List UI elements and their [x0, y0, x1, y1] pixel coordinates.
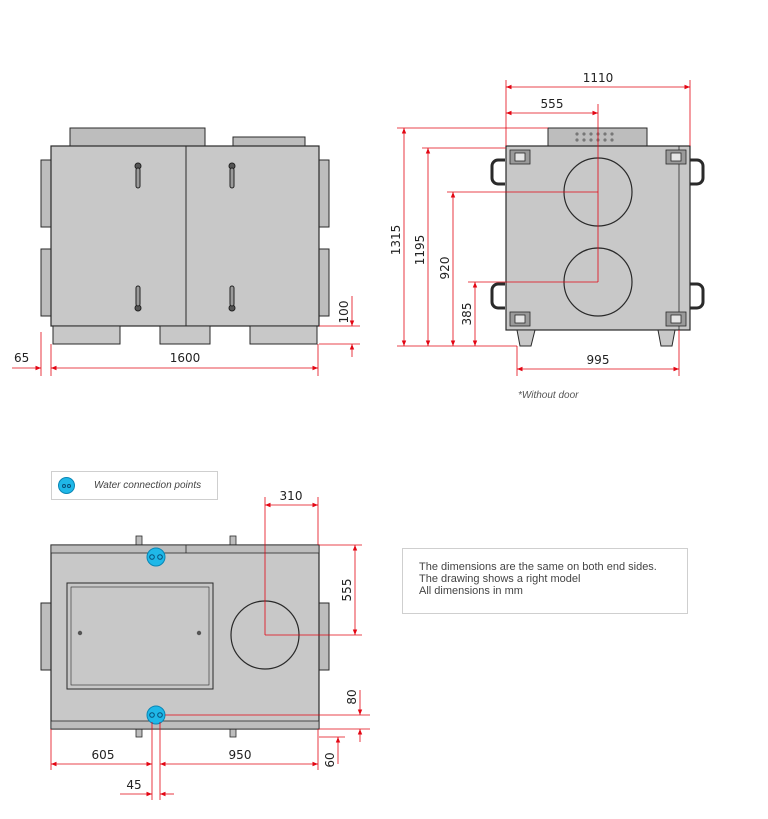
side-view: 1110 555 1315 1195 920 385 995 — [389, 71, 705, 376]
dim-right: 950 — [229, 748, 252, 762]
dim-total-width: 1110 — [583, 71, 614, 85]
dim-total-height: 1315 — [389, 225, 403, 256]
note-line-3: All dimensions in mm — [419, 585, 523, 597]
leg-left — [516, 329, 536, 347]
hook-right-top — [690, 158, 705, 186]
dim-connection-spacing: 45 — [126, 778, 141, 792]
foot-middle — [159, 325, 211, 345]
dim-half-width: 555 — [541, 97, 564, 111]
dim-connection-height: 80 — [345, 689, 359, 704]
inner-panel — [66, 582, 214, 690]
top-connection-block — [547, 127, 648, 147]
dim-left: 605 — [92, 748, 115, 762]
dim-width-without-door: 995 — [587, 353, 610, 367]
hook-left-top — [490, 158, 505, 186]
dim-base-offset: 60 — [323, 752, 337, 767]
dim-upper-spigot: 920 — [438, 257, 452, 280]
water-connection-top — [146, 547, 166, 567]
foot-right — [249, 325, 318, 345]
dim-feet-height: 100 — [337, 301, 351, 324]
front-view: 1600 65 100 — [12, 127, 360, 376]
legend: Water connection points — [51, 471, 218, 500]
hook-right-bottom — [690, 282, 705, 310]
top-duct-left — [69, 127, 206, 147]
door-handles — [134, 162, 236, 312]
side-spigot-right-top — [317, 159, 330, 228]
note-line-2: The drawing shows a right model — [419, 573, 581, 585]
top-view: 310 555 80 60 605 950 45 — [40, 489, 370, 800]
top-side-spigot-right — [317, 602, 330, 671]
side-spigot-right-bottom — [317, 248, 330, 317]
dim-total-length: 1600 — [170, 351, 201, 365]
unit-body — [50, 145, 320, 327]
dim-spigot-y: 555 — [340, 579, 354, 602]
dim-spigot-x: 310 — [280, 489, 303, 503]
hook-left-bottom — [490, 282, 505, 310]
without-door-note: *Without door — [518, 390, 579, 401]
foot-left — [52, 325, 121, 345]
water-connection-bottom — [146, 705, 166, 725]
corner-brackets — [509, 149, 687, 327]
leg-right — [657, 329, 676, 347]
note-line-1: The dimensions are the same on both end … — [419, 561, 657, 573]
side-spigot-left-bottom — [40, 248, 53, 317]
dim-body-height: 1195 — [413, 235, 427, 266]
water-connection-icon — [58, 477, 75, 494]
dim-spigot-offset: 65 — [14, 351, 29, 365]
legend-label: Water connection points — [94, 480, 202, 491]
notes-box: The dimensions are the same on both end … — [402, 548, 688, 614]
side-spigot-left-top — [40, 159, 53, 228]
top-side-spigot-left — [40, 602, 53, 671]
dim-lower-spigot: 385 — [460, 303, 474, 326]
